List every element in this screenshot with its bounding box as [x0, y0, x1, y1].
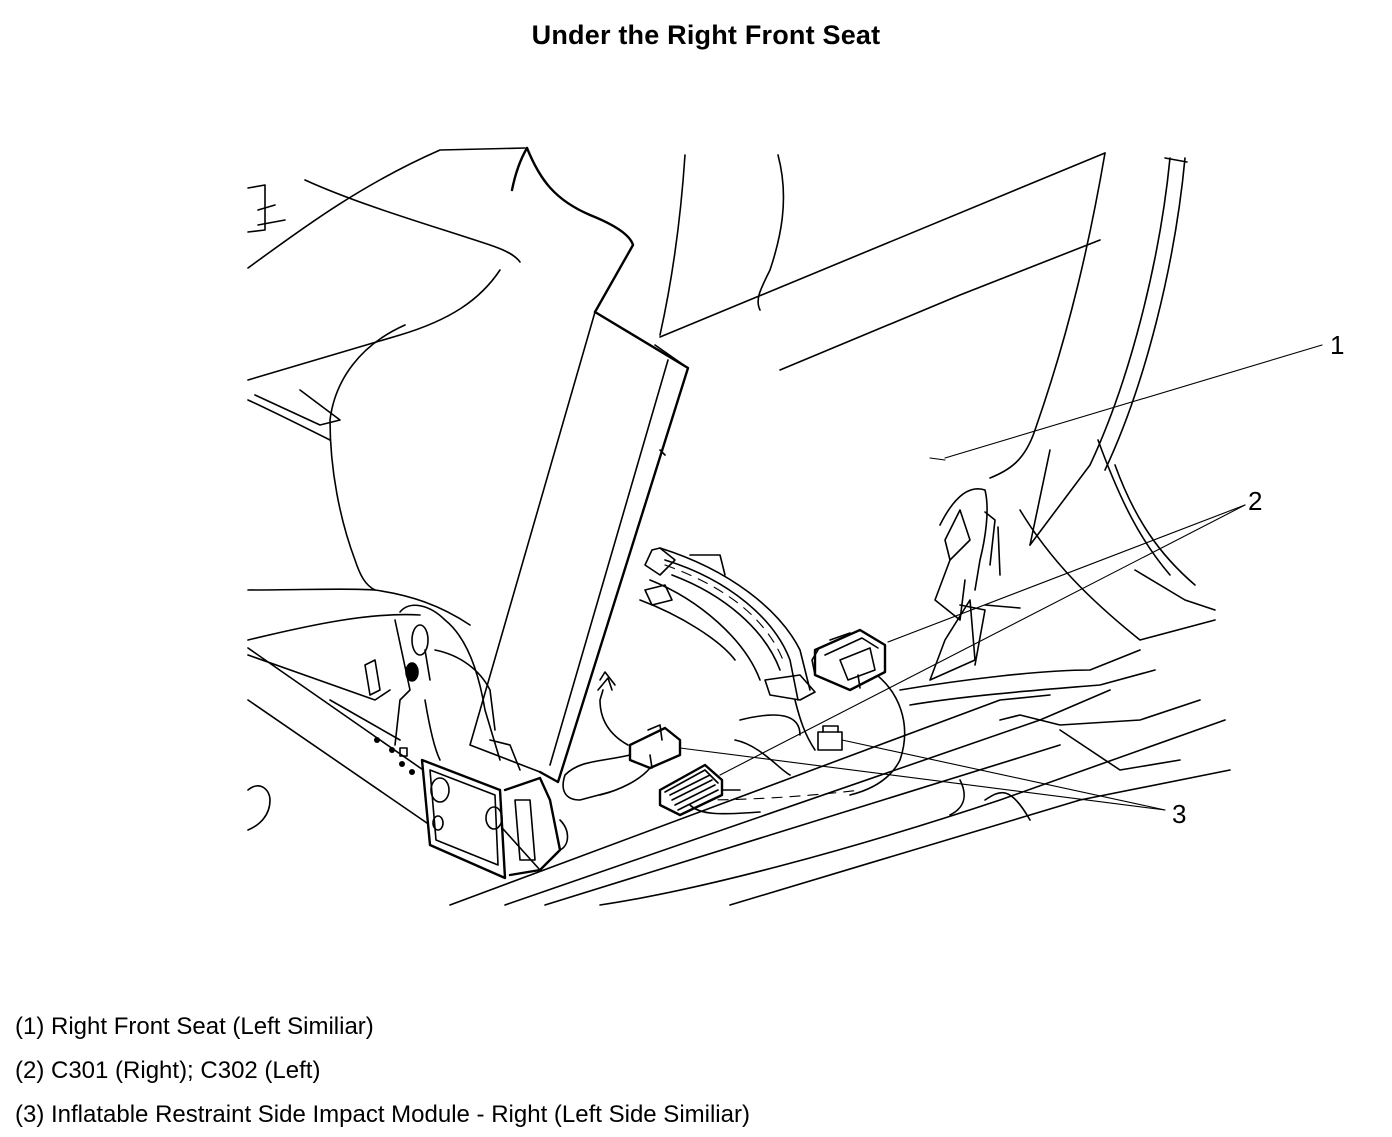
callout-2: 2: [1248, 486, 1262, 516]
diagram-title: Under the Right Front Seat: [531, 20, 881, 50]
wiring-harness: [639, 547, 906, 801]
seat-track-mechanism: [364, 604, 569, 880]
callout-1: 1: [1330, 330, 1344, 360]
connector-wires: [562, 671, 801, 815]
side-impact-module-connector: [628, 724, 843, 770]
left-seat-outline: [247, 147, 526, 831]
floor-rails: [247, 604, 1231, 906]
legend-item: (1) Right Front Seat (Left Similiar): [15, 1013, 374, 1040]
leader-lines: [679, 344, 1323, 811]
right-front-seat: [469, 146, 1216, 784]
legend-item: (3) Inflatable Restraint Side Impact Mod…: [15, 1101, 750, 1128]
legend-item: (2) C301 (Right); C302 (Left): [15, 1057, 321, 1084]
connector-c302: [658, 763, 724, 817]
legend: (1) Right Front Seat (Left Similiar) (2)…: [15, 1005, 750, 1137]
connector-c301: [811, 628, 887, 692]
callout-3: 3: [1172, 799, 1186, 829]
